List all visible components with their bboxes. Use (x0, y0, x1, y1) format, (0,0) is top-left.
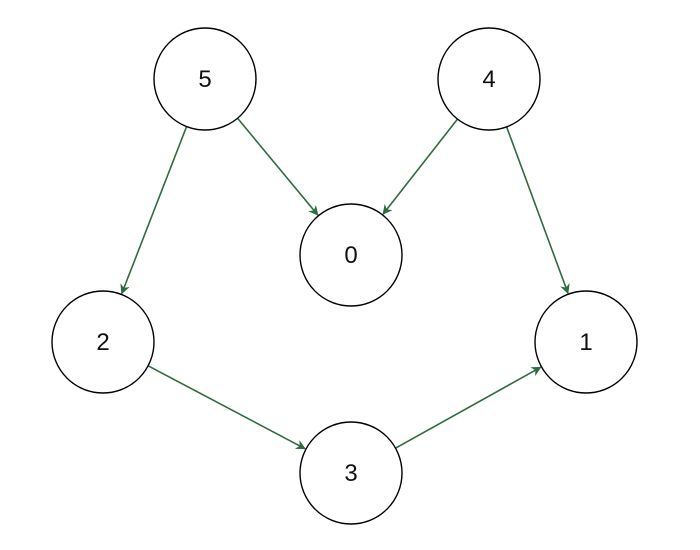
node-label: 1 (579, 329, 592, 356)
edge-4-to-0 (382, 118, 459, 215)
node-4: 4 (437, 27, 541, 131)
edge-5-to-2 (120, 126, 188, 295)
node-2: 2 (51, 290, 155, 394)
node-3: 3 (299, 421, 403, 525)
node-circle (51, 290, 155, 394)
node-1: 1 (534, 290, 638, 394)
node-0: 0 (299, 203, 403, 307)
node-circle (299, 203, 403, 307)
edge-3-to-1 (395, 366, 542, 449)
nodes-layer: 5 4 0 2 1 3 (51, 27, 638, 525)
node-label: 3 (344, 460, 357, 487)
node-circle (534, 290, 638, 394)
node-circle (153, 27, 257, 131)
edge-4-to-1 (505, 126, 570, 295)
edges-layer (120, 117, 570, 450)
node-label: 0 (344, 242, 357, 269)
node-circle (299, 421, 403, 525)
node-label: 5 (198, 66, 211, 93)
node-label: 4 (482, 66, 495, 93)
node-circle (437, 27, 541, 131)
edge-2-to-3 (147, 365, 306, 450)
edge-5-to-0 (236, 117, 319, 216)
node-5: 5 (153, 27, 257, 131)
node-label: 2 (96, 329, 109, 356)
